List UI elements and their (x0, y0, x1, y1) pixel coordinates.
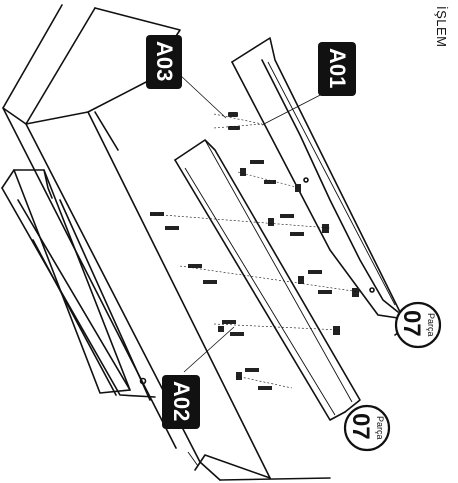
label-a02: A02 (162, 375, 200, 429)
part-badge-1-caption: Parça (426, 313, 436, 337)
label-a01-text: A01 (325, 48, 350, 88)
cabinet-body (1, 4, 331, 481)
label-a03: A03 (146, 35, 182, 89)
label-a02-text: A02 (169, 381, 194, 421)
part-badge-2-number: 07 (347, 413, 374, 440)
screw-row-3 (179, 264, 361, 297)
part-badge-1: Parça 07 (394, 301, 442, 349)
screw-row-1 (237, 160, 301, 192)
panel-a02 (174, 139, 361, 421)
step-title: İŞLEM (434, 6, 449, 48)
part-badge-2: Parça 07 (343, 404, 391, 452)
screw-group-a03 (213, 112, 263, 130)
label-a03-text: A03 (152, 41, 177, 81)
part-badge-2-caption: Parça (375, 416, 385, 440)
screw-row-5 (235, 368, 293, 390)
fasteners (149, 112, 361, 390)
screw-row-2 (149, 212, 331, 236)
label-a01: A01 (318, 42, 356, 96)
screw-row-4 (213, 320, 341, 336)
part-badge-1-number: 07 (398, 310, 425, 337)
leader-lines (179, 74, 331, 373)
panel-a01 (231, 37, 403, 336)
